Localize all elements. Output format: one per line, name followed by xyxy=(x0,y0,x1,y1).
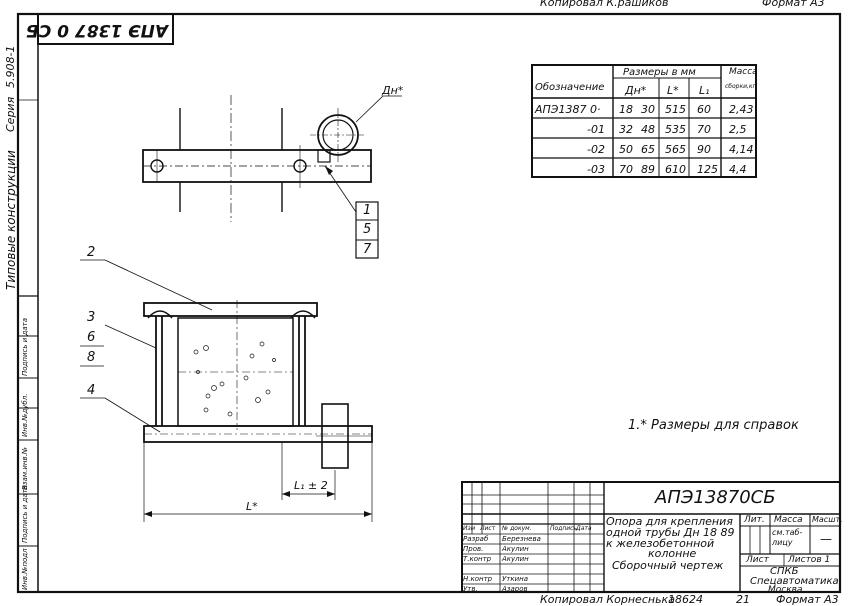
org-3: Москва xyxy=(768,585,803,595)
name-ncontrol: Уткина xyxy=(502,575,528,583)
top-copy-note: Копировал К.рашиков xyxy=(540,0,669,9)
dimension-l1: L₁ ± 2 xyxy=(294,479,328,492)
row-2-designation: -02 xyxy=(587,143,605,156)
bottom-format-note: Формат А3 xyxy=(776,593,839,606)
sheet-label: Лист xyxy=(746,555,769,565)
col-izm: Изм xyxy=(463,525,476,532)
mass-header: Масса xyxy=(774,515,803,525)
position-6: 6 xyxy=(87,330,96,345)
position-3: 3 xyxy=(87,310,96,325)
col-sign: Подпись xyxy=(550,525,577,532)
col-designation: Обозначение xyxy=(535,82,605,93)
series-label: Серия xyxy=(4,96,17,132)
row-2-mass: 4,14 xyxy=(729,143,754,156)
bottom-count-note: 21 xyxy=(736,593,750,606)
row-3-mass: 4,4 xyxy=(729,163,747,176)
role-tcontrol: Т.контр xyxy=(463,555,492,563)
row-2-dn1: 50 xyxy=(619,143,633,156)
row-3-dn2: 89 xyxy=(641,163,655,176)
row-0-mass: 2,43 xyxy=(729,103,754,116)
col-l: L* xyxy=(667,84,679,97)
row-3-designation: -03 xyxy=(587,163,605,176)
row-3-dn1: 70 xyxy=(619,163,633,176)
bottom-copy-note: Копировал Корнеснька xyxy=(540,593,675,606)
col-doc: № докум. xyxy=(502,525,532,532)
position-4: 4 xyxy=(87,383,96,398)
role-checker: Пров. xyxy=(463,545,484,553)
row-1-designation: -01 xyxy=(587,123,605,136)
row-0-designation: АПЭ1387 0· xyxy=(535,103,601,116)
row-2-dn2: 65 xyxy=(641,143,655,156)
mass-value: см.таб-лицу xyxy=(772,528,803,547)
side-col-4: Инв.№дубл. xyxy=(21,393,29,437)
stamp-code: АПЭ 1387 0 СБ xyxy=(25,20,168,40)
sheets-label: Листов 1 xyxy=(788,555,831,565)
table-grid xyxy=(531,64,757,178)
row-2-l1: 90 xyxy=(697,143,711,156)
side-col-3: Взам.инв.№ xyxy=(21,446,29,490)
top-format-note: Формат А3 xyxy=(762,0,825,9)
scale-header: Масшт. xyxy=(812,515,843,524)
title-line-3: к железобетонной xyxy=(606,537,715,550)
title-line-5: Сборочный чертеж xyxy=(612,559,724,572)
sheet-frame xyxy=(16,12,842,594)
side-col-5: Подпись и дата xyxy=(21,318,29,376)
row-0-dn2: 30 xyxy=(641,103,655,116)
dimension-l: L* xyxy=(246,500,258,513)
name-checker: Акулин xyxy=(502,545,529,553)
row-1-l1: 70 xyxy=(697,123,711,136)
col-dn: Дн* xyxy=(625,84,647,97)
col-l1: L₁ xyxy=(699,84,710,97)
series-value: 5.908-1 xyxy=(4,45,17,88)
position-7: 7 xyxy=(363,242,372,257)
row-2-l: 565 xyxy=(665,143,686,156)
scale-value: — xyxy=(820,532,832,546)
row-0-l: 515 xyxy=(665,103,686,116)
row-0-dn1: 18 xyxy=(619,103,633,116)
role-developer: Разраб xyxy=(463,535,489,543)
dn-label: Дн* xyxy=(382,84,404,97)
position-5: 5 xyxy=(363,222,372,237)
name-tcontrol: Акулин xyxy=(502,555,529,563)
title-line-4: колонне xyxy=(648,547,697,560)
row-3-l1: 125 xyxy=(697,163,718,176)
col-mass: Масса xyxy=(729,67,758,77)
title-line-1: Опора для крепления xyxy=(606,515,733,528)
lit-header: Лит. xyxy=(744,515,765,525)
row-1-dn2: 48 xyxy=(641,123,655,136)
row-1-mass: 2,5 xyxy=(729,123,747,136)
org-2: Спецавтоматика xyxy=(750,576,839,587)
col-date: Дата xyxy=(576,525,592,532)
col-list: Лист xyxy=(480,525,496,532)
position-1: 1 xyxy=(363,203,372,218)
dimensions-table: Обозначение Размеры в мм Масса сборки,кг… xyxy=(531,64,758,178)
drawing-code: АПЭ13870СБ xyxy=(655,487,776,508)
col-sizes: Размеры в мм xyxy=(623,67,696,78)
name-approver: Азаров xyxy=(502,585,528,593)
side-col-2: Подпись и дата xyxy=(21,485,29,543)
role-ncontrol: Н.контр xyxy=(463,575,493,583)
row-3-l: 610 xyxy=(665,163,686,176)
col-mass-2: сборки,кг xyxy=(725,83,756,90)
bottom-number-note: 18624 xyxy=(668,593,703,606)
reference-note: 1.* Размеры для справок xyxy=(628,418,799,433)
typical-constructions: Типовые конструкции xyxy=(4,150,18,290)
row-0-l1: 60 xyxy=(697,103,711,116)
role-approver: Утв. xyxy=(463,585,478,593)
row-1-dn1: 32 xyxy=(619,123,633,136)
row-1-l: 535 xyxy=(665,123,686,136)
side-col-1: Инв.№подл xyxy=(21,548,29,590)
name-developer: Березнева xyxy=(502,535,541,543)
title-line-2: одной трубы Дн 18 89 xyxy=(606,526,735,539)
position-8: 8 xyxy=(87,350,96,365)
position-2: 2 xyxy=(87,245,96,260)
org-1: СПКБ xyxy=(770,566,799,577)
